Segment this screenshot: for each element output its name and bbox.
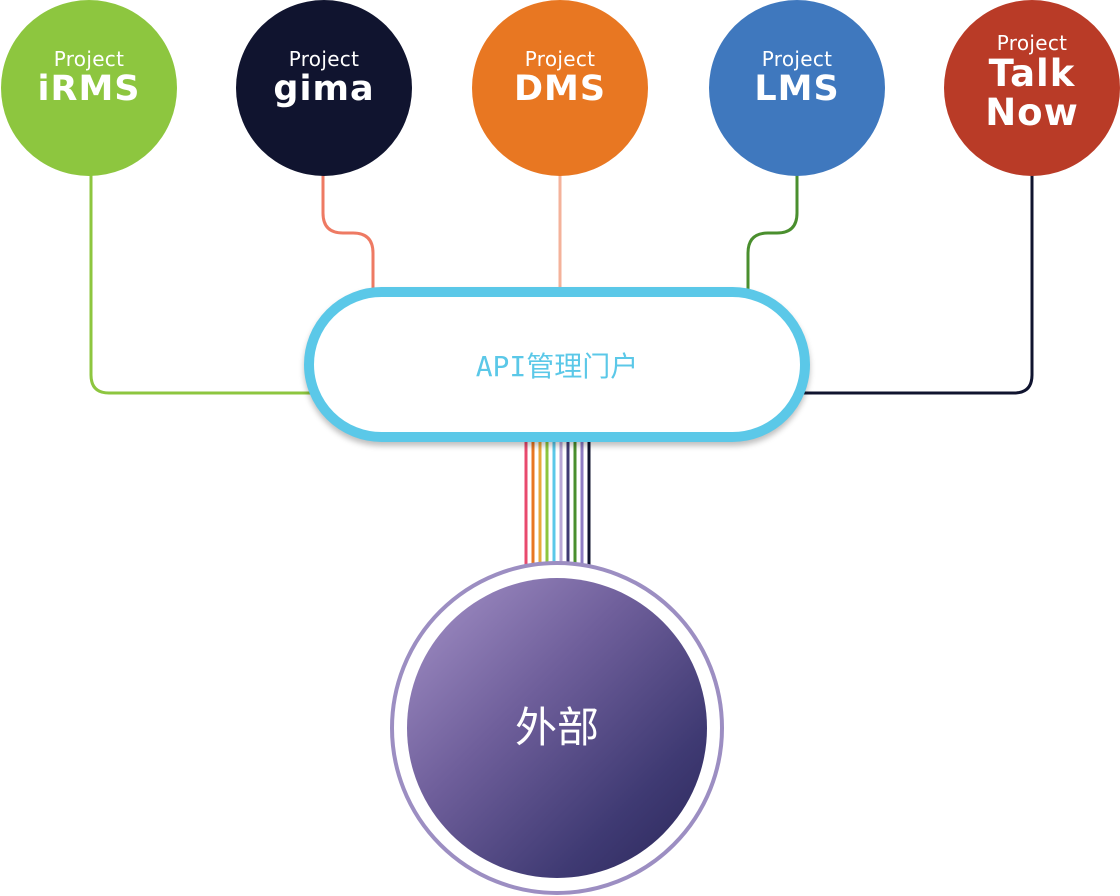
external-label: 外部 <box>514 702 599 752</box>
project-prefix: Project <box>996 31 1068 55</box>
connector-talknow <box>800 170 1034 395</box>
project-talknow-node: Project Talk Now <box>944 0 1120 176</box>
project-dms-node: Project DMS <box>472 0 648 176</box>
project-name: DMS <box>513 69 607 109</box>
connector-irms <box>89 170 312 395</box>
project-name: iRMS <box>37 69 141 109</box>
external-node: 外部 <box>407 578 707 878</box>
project-irms-node: Project iRMS <box>1 0 177 176</box>
connector-gima <box>321 170 375 292</box>
project-prefix: Project <box>761 47 833 71</box>
project-name: gima <box>273 69 375 109</box>
connector-lms <box>746 170 799 292</box>
project-prefix: Project <box>288 47 360 71</box>
project-prefix: Project <box>53 47 125 71</box>
bundle-lines <box>524 438 591 566</box>
project-name: Talk Now <box>985 52 1079 134</box>
project-lms-node: Project LMS <box>709 0 885 176</box>
project-gima-node: Project gima <box>236 0 412 176</box>
project-name: LMS <box>754 69 840 109</box>
api-portal-label: API管理门户 <box>475 349 639 383</box>
api-portal-node: API管理门户 <box>304 287 810 442</box>
project-prefix: Project <box>524 47 596 71</box>
